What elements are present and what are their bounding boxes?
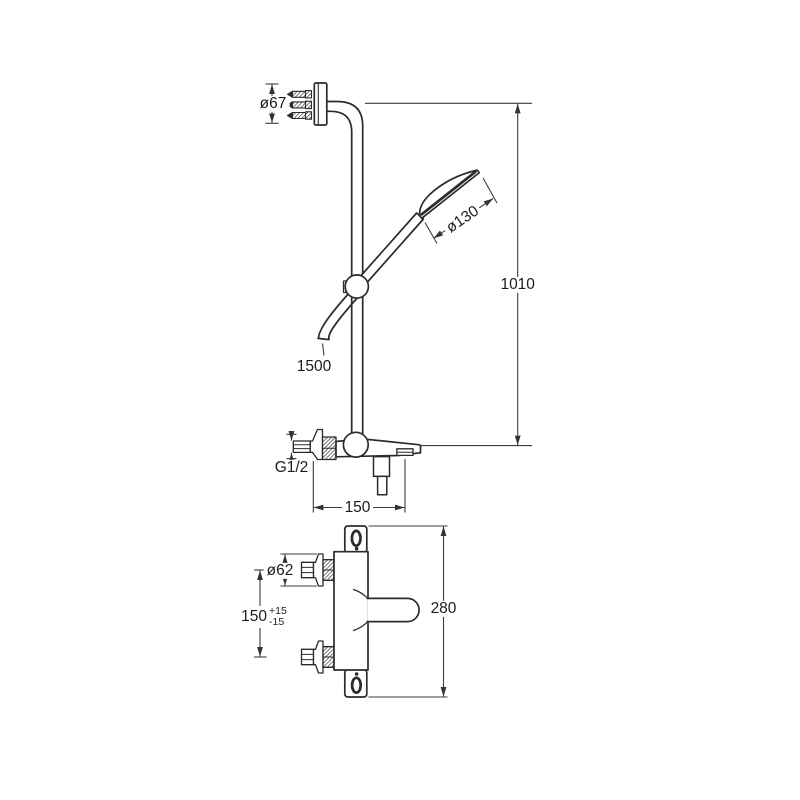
shower-hose [317, 291, 360, 341]
screw-icon [286, 111, 313, 120]
handle-slot-top [350, 529, 362, 551]
dim-overall-height [365, 102, 532, 447]
shower-rail-assembly [286, 82, 481, 445]
mixer-knob [342, 431, 370, 458]
label-escutcheon-diameter: ø62 [263, 562, 297, 580]
handle-slot-bottom [350, 672, 363, 694]
label-mixer-height: 280 [427, 600, 460, 618]
inlet-distance-tol-plus: +15 [269, 605, 287, 617]
hose-outlet-fitting [372, 455, 391, 496]
wall-connection [292, 428, 337, 461]
label-inlet-distance: 150 +15 -15 [238, 606, 290, 628]
shower-rail-pipe [326, 100, 364, 445]
label-hose-length: 1500 [293, 358, 335, 375]
wall-flange [313, 82, 328, 126]
rail-slider-holder [342, 274, 370, 299]
label-flange-diameter: ø67 [256, 95, 290, 113]
dim-inlet-thread [286, 431, 297, 463]
screw-icon [286, 90, 313, 99]
thermostat-cartridge-bump [366, 597, 420, 623]
escutcheon [312, 640, 324, 674]
label-inlet-thread: G1/2 [271, 459, 312, 477]
inlet-distance-tol-minus: -15 [269, 616, 285, 628]
inlet-distance-value: 150 [241, 607, 268, 625]
escutcheon [309, 428, 324, 461]
label-overall-height: 1010 [497, 276, 538, 293]
dimension-lines [254, 83, 532, 698]
inlet-connection-bottom [300, 640, 335, 674]
label-spout-projection: 150 [341, 499, 374, 516]
wall-screws [286, 90, 313, 120]
screw-icon [286, 100, 313, 110]
spout-outlet [396, 448, 414, 457]
thermostat-mixer [300, 525, 420, 698]
handshower-head [418, 169, 481, 220]
inlet-connection-top [300, 553, 335, 587]
escutcheon [312, 553, 324, 587]
dim-mixer-height [368, 525, 448, 698]
leader-hose-length [321, 343, 325, 356]
thermostat-body [333, 550, 369, 671]
bath-mixer [292, 428, 422, 496]
